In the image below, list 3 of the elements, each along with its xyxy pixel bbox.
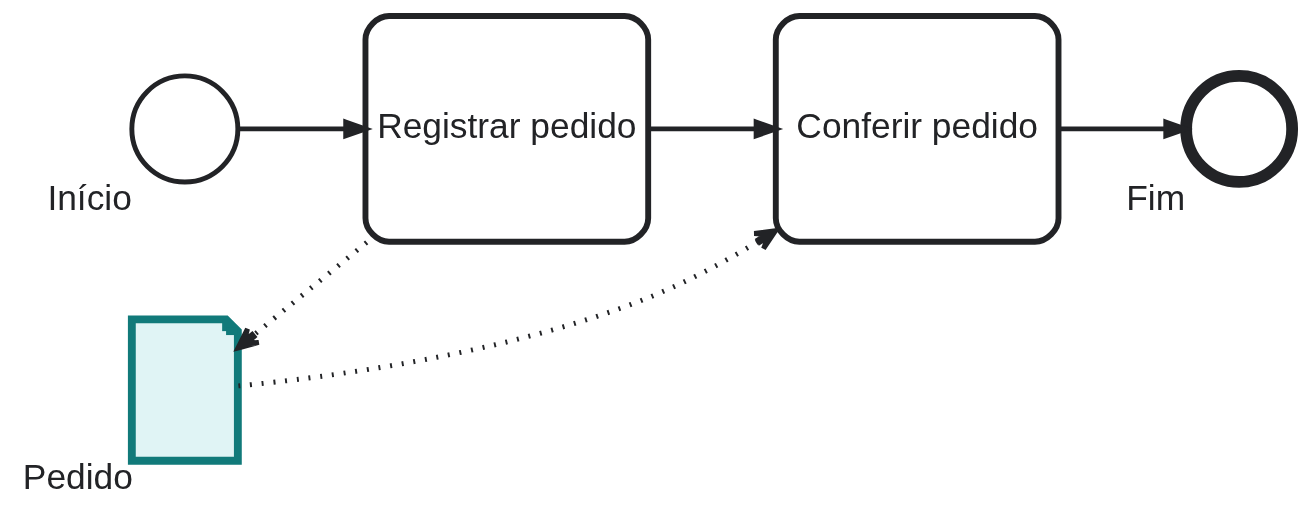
node-label: Início	[47, 178, 132, 218]
node-label: Pedido	[22, 456, 133, 496]
node-label: Fim	[1126, 178, 1186, 218]
